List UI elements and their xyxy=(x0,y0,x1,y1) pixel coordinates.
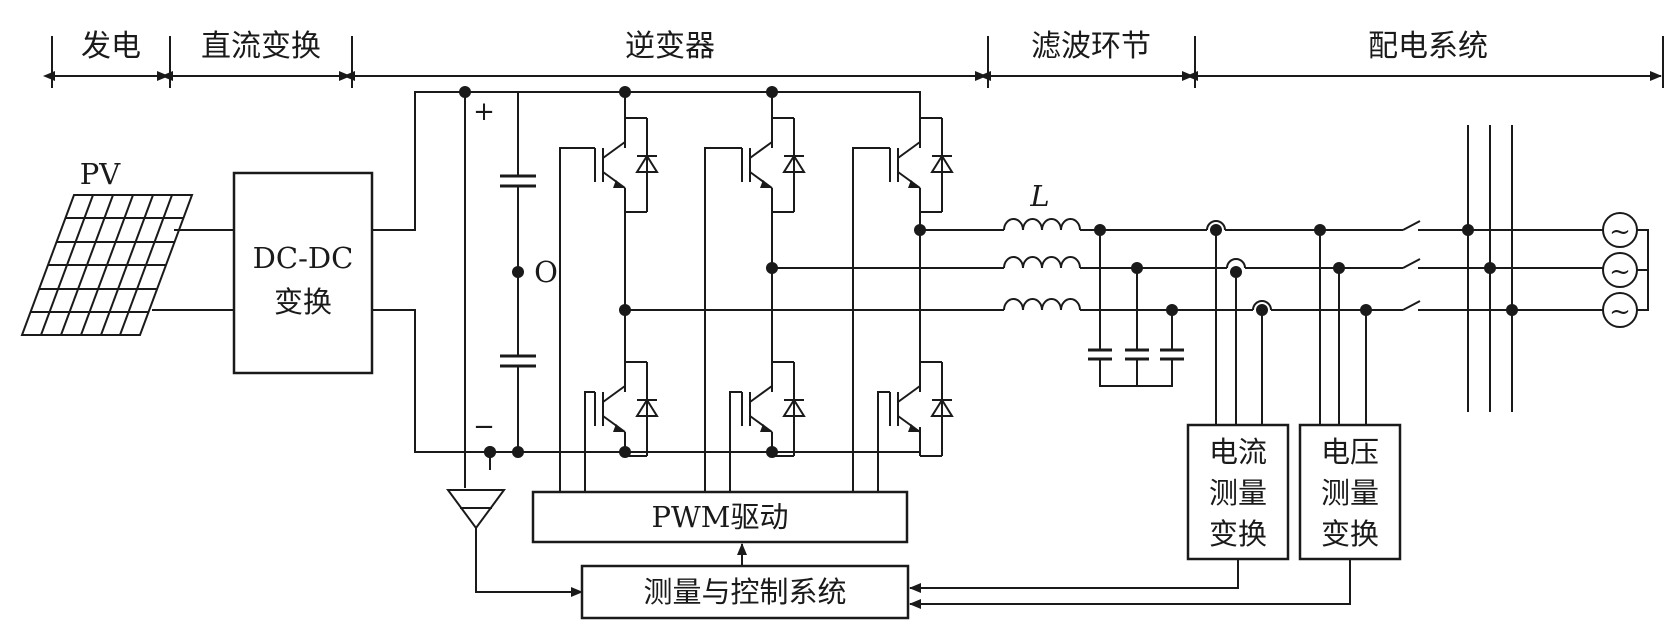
ac-filter: L xyxy=(625,179,1403,387)
inverter-bridge xyxy=(559,86,953,492)
section-header: 发电 直流变换 逆变器 滤波环节 配电系统 xyxy=(43,29,1664,88)
igbt-leg1-upper xyxy=(594,117,658,213)
section-filter: 滤波环节 xyxy=(1031,29,1151,64)
control-label: 测量与控制系统 xyxy=(643,575,846,609)
section-generation: 发电 xyxy=(81,29,141,64)
voltage-box-line3: 变换 xyxy=(1321,517,1379,551)
igbt-leg2-upper xyxy=(741,117,805,213)
grid-source-a: ~ xyxy=(1609,217,1631,247)
igbt-leg1-lower xyxy=(594,361,658,457)
grid-breakers: ~ ~ ~ xyxy=(1402,125,1649,412)
dcdc-converter: DC-DC 变换 xyxy=(232,171,374,375)
pv-label: PV xyxy=(80,157,122,191)
pwm-driver: PWM驱动 xyxy=(531,490,909,544)
control-system: 测量与控制系统 xyxy=(580,564,910,620)
dc-minus-sign: − xyxy=(473,412,495,442)
grid-source-b: ~ xyxy=(1609,257,1631,287)
dc-bus: + − O xyxy=(372,86,921,597)
dc-plus-sign: + xyxy=(473,97,495,127)
igbt-leg3-lower xyxy=(889,361,953,457)
igbt-leg3-upper xyxy=(889,117,953,213)
inductor-label: L xyxy=(1029,179,1049,213)
current-box-line3: 变换 xyxy=(1209,517,1267,551)
voltage-box-line1: 电压 xyxy=(1321,435,1379,469)
midpoint-label: O xyxy=(534,255,558,289)
section-dc-conversion: 直流变换 xyxy=(201,29,321,64)
grid-source-c: ~ xyxy=(1609,297,1631,327)
current-measurement-box: 电流 测量 变换 xyxy=(1186,423,1290,561)
current-box-line1: 电流 xyxy=(1209,435,1267,469)
section-inverter: 逆变器 xyxy=(625,29,715,64)
voltage-measurement-box: 电压 测量 变换 xyxy=(1298,423,1402,561)
dcdc-line2: 变换 xyxy=(274,285,332,319)
pwm-label: PWM驱动 xyxy=(651,500,788,534)
current-box-line2: 测量 xyxy=(1209,476,1267,510)
dcdc-line1: DC-DC xyxy=(253,241,354,275)
measurement-taps xyxy=(1210,224,1372,425)
voltage-box-line2: 测量 xyxy=(1321,476,1379,510)
igbt-leg2-lower xyxy=(741,361,805,457)
pv-panel: PV xyxy=(20,157,234,336)
section-distribution: 配电系统 xyxy=(1368,29,1488,64)
